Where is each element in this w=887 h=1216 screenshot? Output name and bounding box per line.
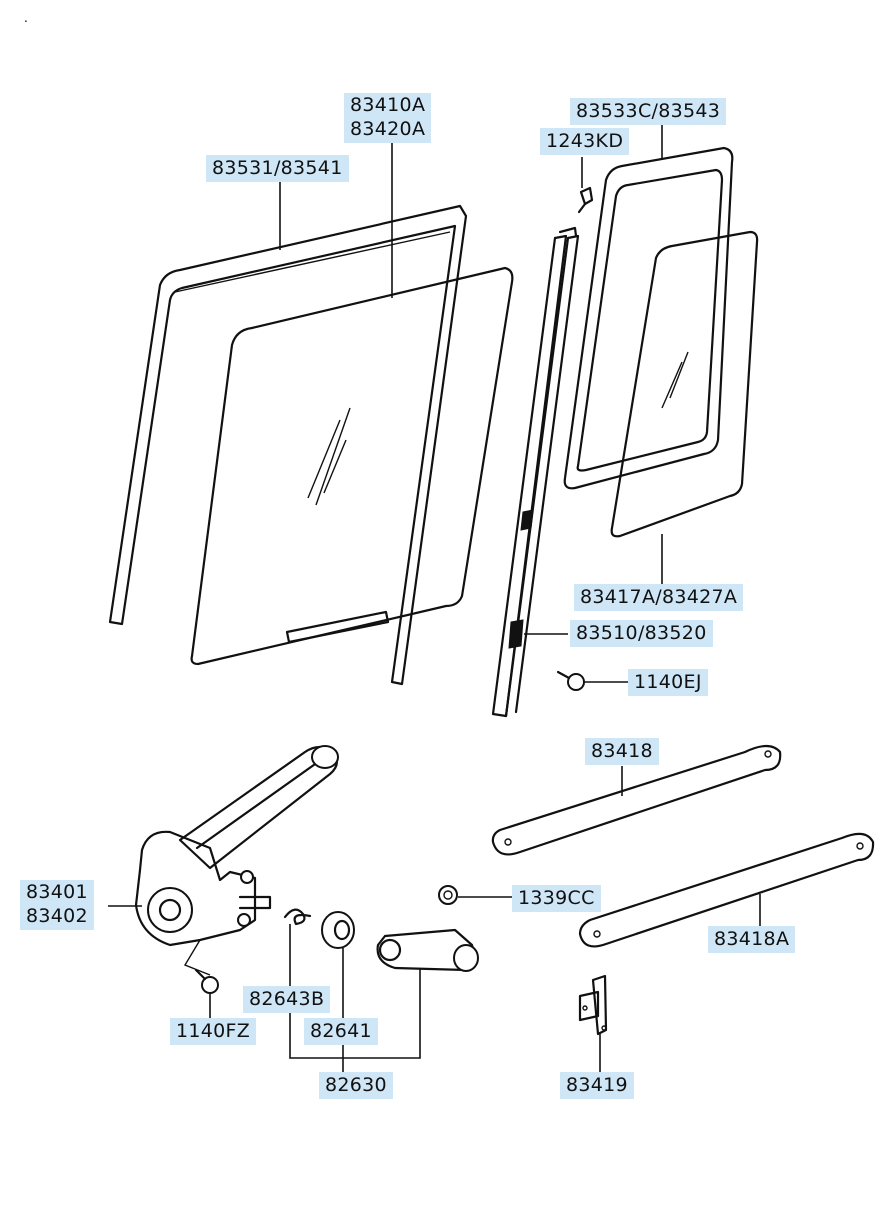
spring-clip <box>283 908 312 926</box>
label-p16: 83419 <box>560 1072 634 1099</box>
screw-1140ej <box>556 670 585 691</box>
label-p10: 1339CC <box>512 885 601 912</box>
stay-83418a <box>578 832 875 948</box>
label-p15: 82630 <box>319 1072 393 1099</box>
label-p11: 83418A <box>708 926 796 953</box>
stay-83418 <box>491 744 782 856</box>
nut-1339cc <box>438 885 458 905</box>
front-door-glass <box>190 266 514 666</box>
window-handle <box>376 928 479 972</box>
bracket-83419 <box>578 974 608 1036</box>
screw-1243kd <box>577 186 594 214</box>
label-p6: 83510/83520 <box>570 620 713 647</box>
quarter-glass <box>610 230 759 538</box>
screw-1140fz <box>194 968 219 994</box>
label-p8: 83418 <box>585 738 659 765</box>
label-p7: 1140EJ <box>628 669 708 696</box>
center-channel <box>491 226 580 718</box>
label-p12: 82643B <box>243 986 331 1013</box>
washer <box>321 911 355 949</box>
window-regulator <box>134 745 339 976</box>
quarter-glass-frame <box>563 146 734 490</box>
label-p4: 1243KD <box>540 128 630 155</box>
label-p14: 1140FZ <box>170 1018 257 1045</box>
label-p5: 83417A/83427A <box>574 584 744 611</box>
label-p2: 83531/83541 <box>206 155 349 182</box>
label-p13: 82641 <box>304 1018 378 1045</box>
corner-mark: . <box>24 11 28 25</box>
run-channel-front <box>108 204 468 686</box>
label-p3: 83533C/83543 <box>570 98 727 125</box>
